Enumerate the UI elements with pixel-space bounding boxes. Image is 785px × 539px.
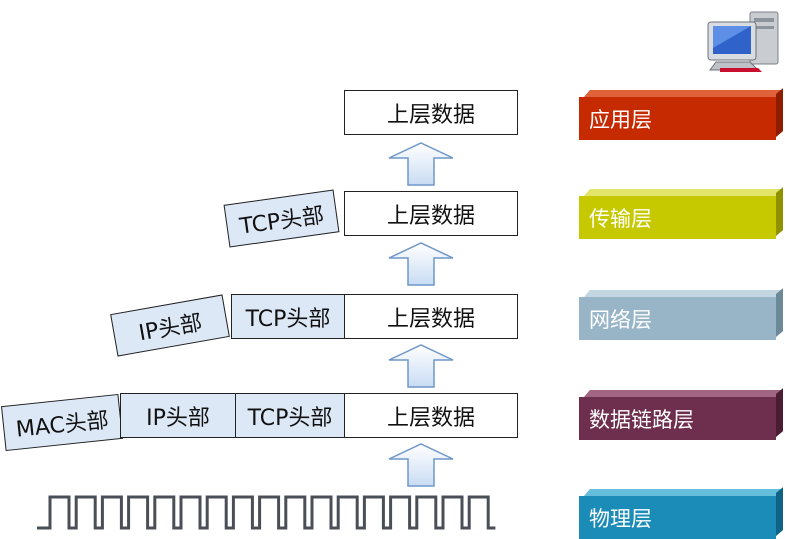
up-arrow-icon [388,142,454,186]
layer-application: 应用层 [579,97,776,140]
layer-transport: 传输层 [579,196,776,239]
up-arrow-icon [388,443,454,487]
layer-network: 网络层 [579,297,776,340]
upper-data-box-transport: 上层数据 [344,191,518,236]
upper-data-box-application: 上层数据 [344,90,518,135]
upper-data-box-network: 上层数据 [344,294,518,339]
up-arrow-icon [388,344,454,388]
tcp-header-network: TCP头部 [231,294,345,339]
up-arrow-icon [388,242,454,286]
ip-header-tilted: IP头部 [110,294,230,357]
tcp-header-data-link: TCP头部 [235,393,345,438]
layer-data-link: 数据链路层 [579,397,776,440]
layer-physical: 物理层 [579,496,776,539]
square-wave-signal [37,495,496,530]
ip-header-data-link: IP头部 [120,393,236,438]
tcp-header-tilted: TCP头部 [223,189,340,248]
mac-header-tilted: MAC头部 [0,393,124,452]
upper-data-box-data-link: 上层数据 [344,393,518,438]
